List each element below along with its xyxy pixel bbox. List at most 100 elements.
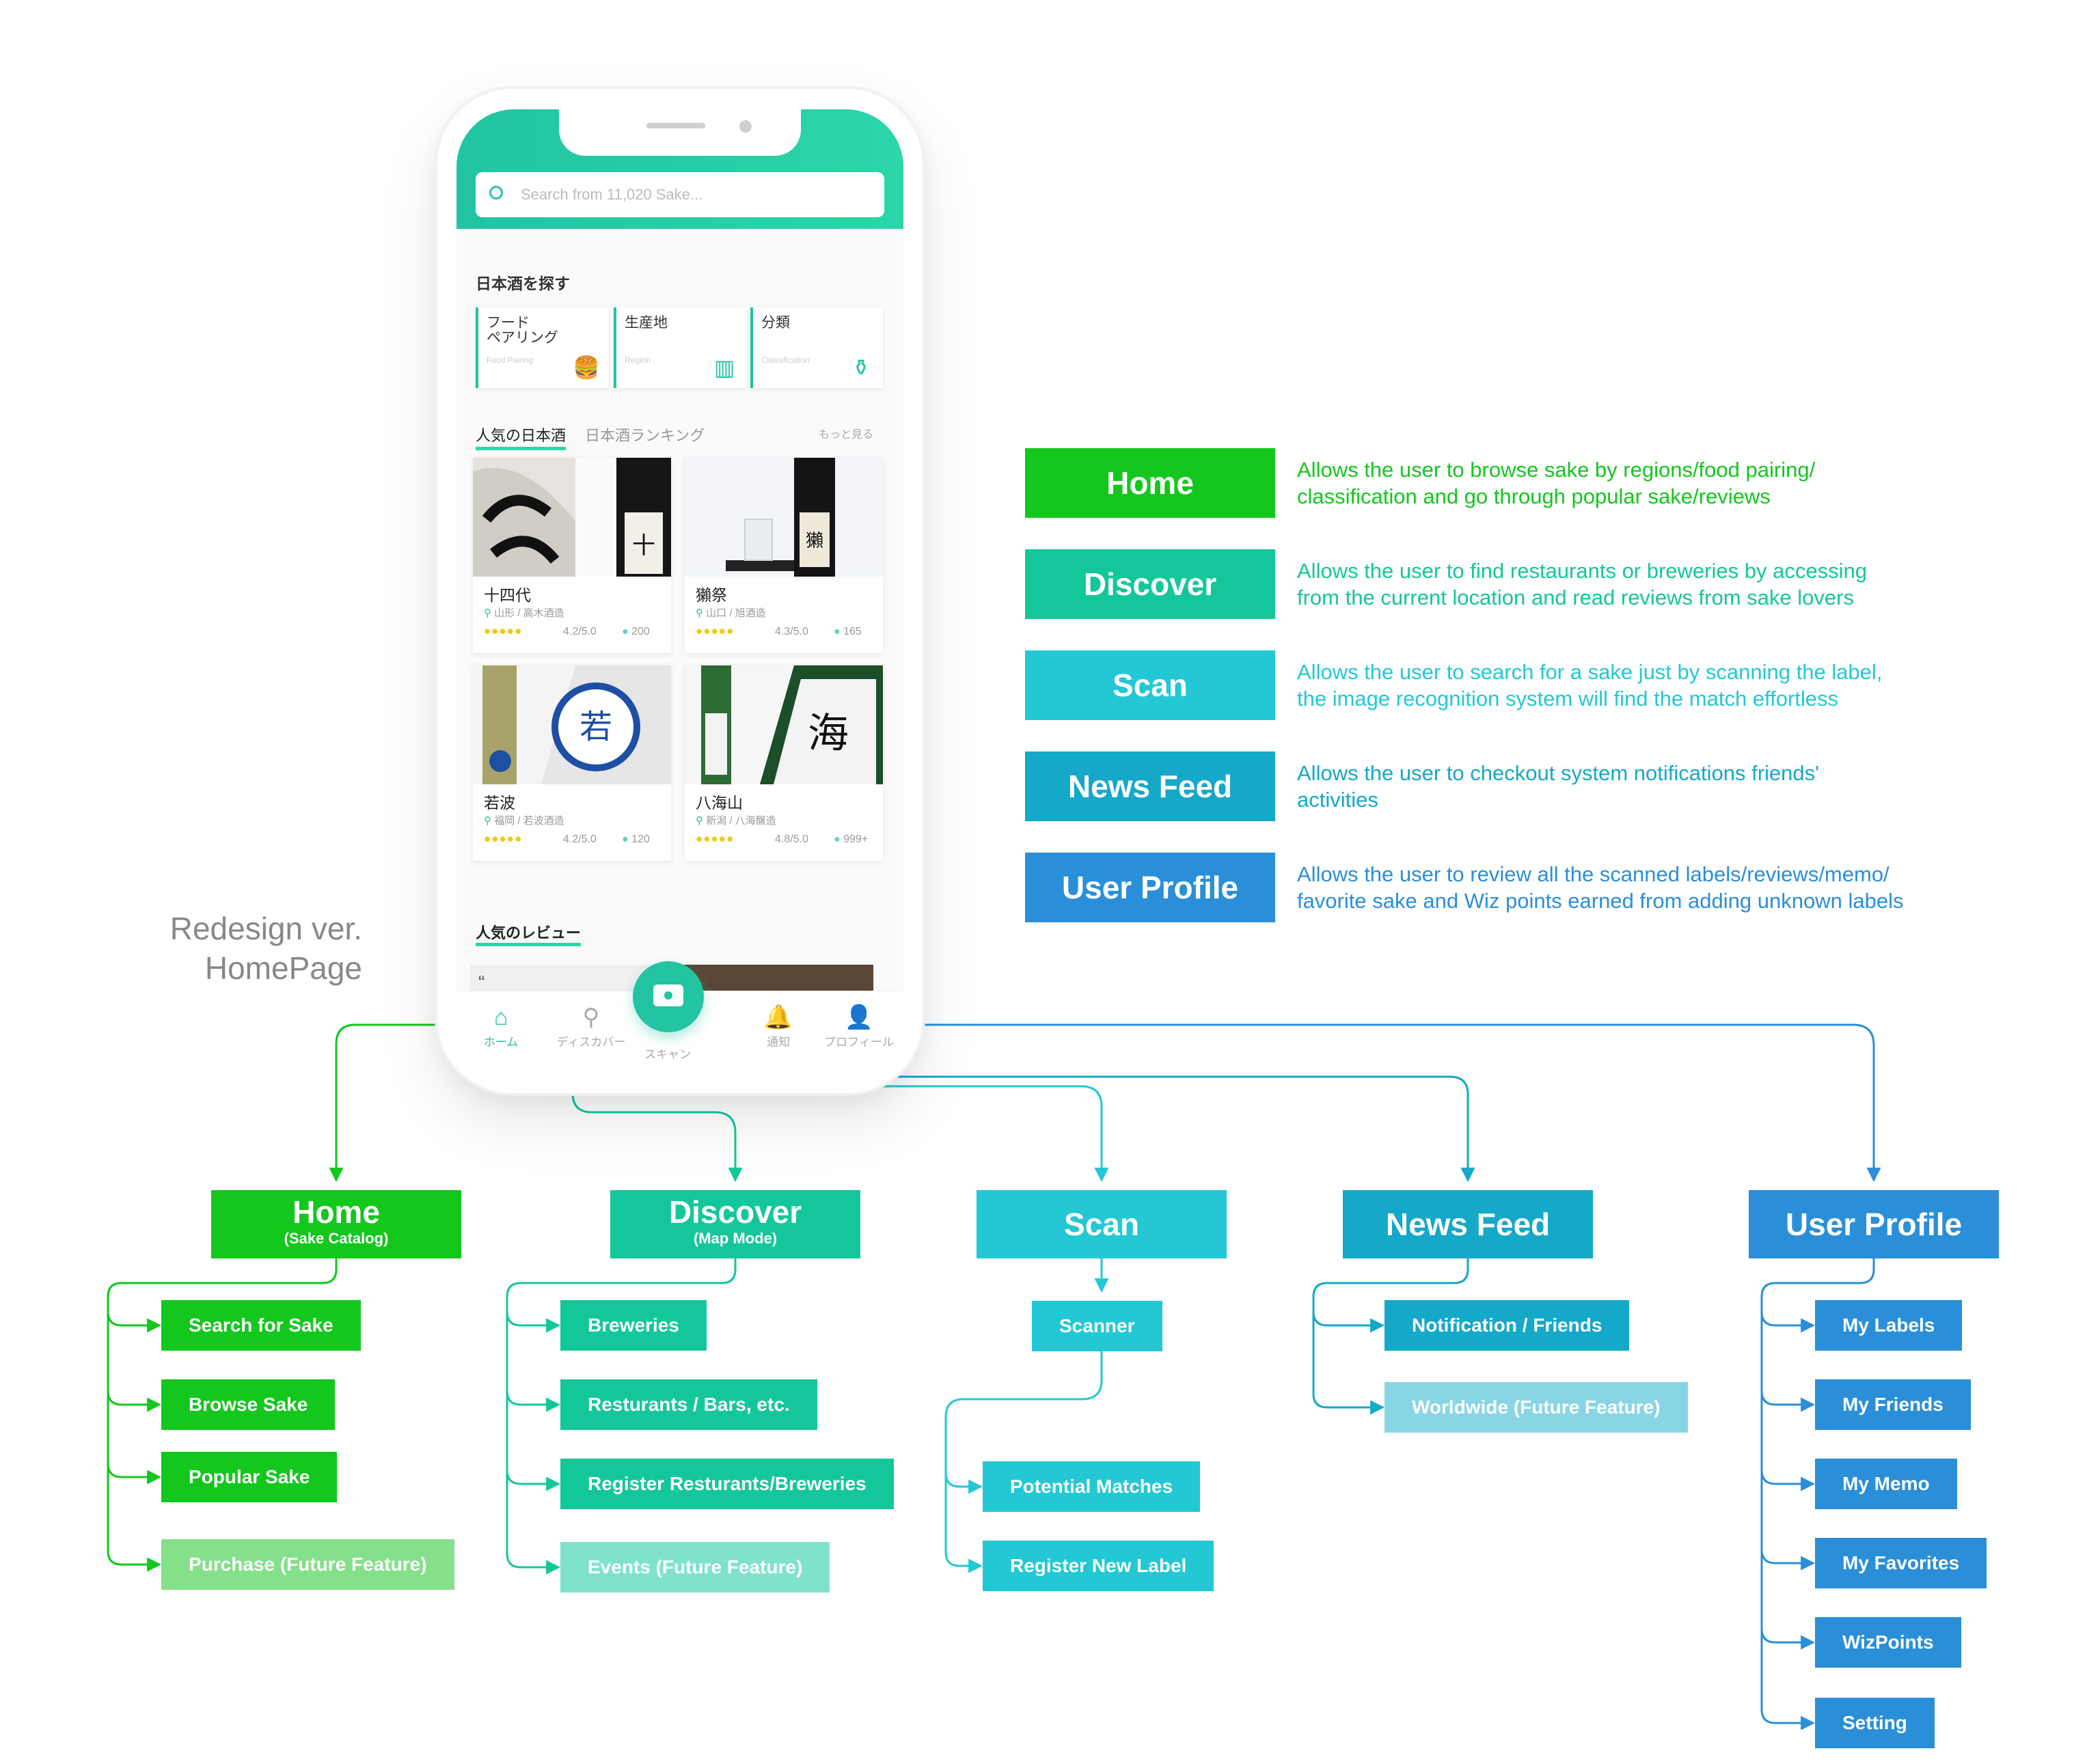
speaker — [646, 123, 705, 128]
nav-label: プロフィール — [824, 1036, 894, 1049]
rating-value: 4.2/5.0 — [563, 626, 597, 637]
node-my-friends: My Friends — [1815, 1379, 1971, 1430]
svg-text:若: 若 — [579, 708, 612, 746]
nav-notify[interactable]: 🔔 通知 — [734, 1002, 823, 1049]
desc-line: favorite sake and Wiz points earned from… — [1297, 889, 1904, 913]
bottle-icon: ⚱ — [851, 355, 871, 380]
see-more-link[interactable]: もっと見る — [819, 429, 874, 441]
nav-label: ホーム — [483, 1036, 519, 1049]
node-browse-sake: Browse Sake — [161, 1379, 336, 1430]
desc-line: Allows the user to search for a sake jus… — [1297, 660, 1883, 684]
nav-label: スキャン — [644, 1048, 691, 1061]
sake-name: 若波 — [484, 794, 515, 812]
rating-value: 4.3/5.0 — [775, 626, 808, 637]
sake-location-text: 新潟 / 八海醸造 — [706, 815, 776, 827]
nav-discover[interactable]: ⚲ ディスカバー — [547, 1002, 636, 1049]
category-food-pairing[interactable]: フード ペアリング Food Pairing 🍔 — [476, 307, 608, 388]
tab-popular-sake[interactable]: 人気の日本酒 — [476, 424, 567, 450]
tab-sake-ranking[interactable]: 日本酒ランキング — [585, 427, 705, 444]
search-input[interactable]: Search from 11,020 Sake... — [476, 172, 884, 217]
node-setting: Setting — [1815, 1698, 1935, 1748]
nav-profile[interactable]: 👤 プロフィール — [815, 1002, 903, 1049]
nav-scan[interactable]: スキャン — [623, 1045, 712, 1062]
sake-location-text: 福岡 / 若波酒造 — [494, 815, 564, 827]
sake-card[interactable]: 十 十四代 ⚲ 山形 / 高木酒造 ●●●●● 4.2/5.0 ● 200 — [473, 458, 671, 653]
sake-card[interactable]: 若 若波 ⚲ 福岡 / 若波酒造 ●●●●● 4.2/5.0 ● 120 — [473, 665, 671, 861]
category-label: 生産地 — [625, 315, 668, 331]
node-events-future: Events (Future Feature) — [560, 1542, 830, 1593]
comment-count: ● 120 — [622, 833, 650, 846]
node-user-profile: User Profile — [1749, 1190, 1999, 1258]
comment-count: ● 165 — [834, 626, 862, 638]
category-sublabel: Region — [625, 355, 651, 365]
nav-label: ディスカバー — [556, 1036, 626, 1049]
comment-count-text: 120 — [631, 833, 650, 845]
legend-news-feed-desc: Allows the user to checkout system notif… — [1297, 760, 1980, 813]
node-title: News Feed — [1385, 1207, 1551, 1242]
legend-home-desc: Allows the user to browse sake by region… — [1297, 456, 1980, 510]
redesign-label: Redesign ver. HomePage — [109, 909, 362, 988]
redesign-line1: Redesign ver. — [169, 911, 362, 946]
redesign-line2: HomePage — [204, 950, 362, 986]
location-pin-icon: ⚲ — [484, 815, 491, 827]
search-placeholder: Search from 11,020 Sake... — [521, 186, 703, 203]
burger-icon: 🍔 — [573, 355, 600, 380]
category-sublabel: Food Pairing — [487, 355, 534, 365]
location-pin-icon: ⚲ — [696, 607, 703, 619]
sake-location: ⚲ 新潟 / 八海醸造 — [696, 813, 776, 827]
star-rating: ●●●●● — [696, 832, 735, 845]
bell-icon: 🔔 — [763, 1004, 793, 1030]
search-icon — [489, 186, 503, 199]
node-title: Discover — [668, 1194, 802, 1230]
sake-image: 十 — [473, 458, 671, 577]
sake-name: 十四代 — [484, 586, 531, 604]
map-icon: ▥ — [713, 355, 735, 380]
sake-card[interactable]: 獺 獺祭 ⚲ 山口 / 旭酒造 ●●●●● 4.3/5.0 ● 165 — [685, 458, 883, 653]
nav-home[interactable]: ⌂ ホーム — [456, 1002, 545, 1049]
desc-line: classification and go through popular sa… — [1297, 484, 1771, 508]
category-classification[interactable]: 分類 Classification ⚱ — [750, 307, 883, 388]
star-rating: ●●●●● — [484, 624, 523, 637]
location-pin-icon: ⚲ — [696, 815, 703, 827]
comment-icon: ● — [622, 626, 629, 637]
node-title: Scan — [1064, 1207, 1139, 1242]
camera-icon — [653, 984, 683, 1006]
node-subtitle: (Map Mode) — [693, 1230, 778, 1247]
legend-scan: Scan — [1025, 650, 1275, 720]
node-notification-friends: Notification / Friends — [1384, 1300, 1630, 1351]
node-worldwide-future: Worldwide (Future Feature) — [1384, 1382, 1688, 1433]
node-home: Home (Sake Catalog) — [211, 1190, 461, 1258]
desc-line: Allows the user to find restaurants or b… — [1297, 559, 1867, 583]
node-restaurants-bars: Resturants / Bars, etc. — [560, 1379, 817, 1430]
legend-discover-desc: Allows the user to find restaurants or b… — [1297, 557, 1980, 611]
sake-image: 獺 — [685, 458, 883, 577]
legend-user-profile: User Profile — [1025, 853, 1275, 922]
category-label: フード ペアリング — [487, 315, 558, 346]
location-pin-icon: ⚲ — [484, 607, 491, 619]
home-icon: ⌂ — [493, 1004, 508, 1030]
reviews-title: 人気のレビュー — [476, 921, 582, 946]
scan-fab-button[interactable] — [633, 961, 704, 1032]
rating-value: 4.8/5.0 — [775, 833, 808, 845]
explore-title: 日本酒を探す — [476, 275, 570, 292]
sake-image: 海 — [685, 665, 883, 784]
sake-name: 八海山 — [696, 794, 743, 812]
rating-value: 4.2/5.0 — [563, 833, 597, 845]
sake-card[interactable]: 海 八海山 ⚲ 新潟 / 八海醸造 ●●●●● 4.8/5.0 ● 999+ — [685, 665, 883, 861]
node-purchase-future: Purchase (Future Feature) — [161, 1539, 454, 1590]
node-title: Home — [292, 1194, 380, 1230]
node-popular-sake: Popular Sake — [161, 1452, 338, 1502]
node-my-favorites: My Favorites — [1815, 1538, 1987, 1588]
map-pin-icon: ⚲ — [582, 1004, 600, 1030]
comment-icon: ● — [834, 626, 841, 637]
star-rating: ●●●●● — [484, 832, 523, 845]
category-sublabel: Classification — [761, 355, 810, 365]
sake-location: ⚲ 山形 / 高木酒造 — [484, 605, 564, 620]
category-region[interactable]: 生産地 Region ▥ — [614, 307, 746, 388]
phone-screen: Search from 11,020 Sake... 日本酒を探す フード ペア… — [456, 109, 903, 1073]
legend-user-profile-desc: Allows the user to review all the scanne… — [1297, 861, 1980, 914]
sake-location: ⚲ 山口 / 旭酒造 — [696, 605, 766, 620]
comment-icon: ● — [834, 833, 841, 845]
star-rating: ●●●●● — [696, 624, 735, 637]
comment-count-text: 200 — [631, 626, 650, 637]
